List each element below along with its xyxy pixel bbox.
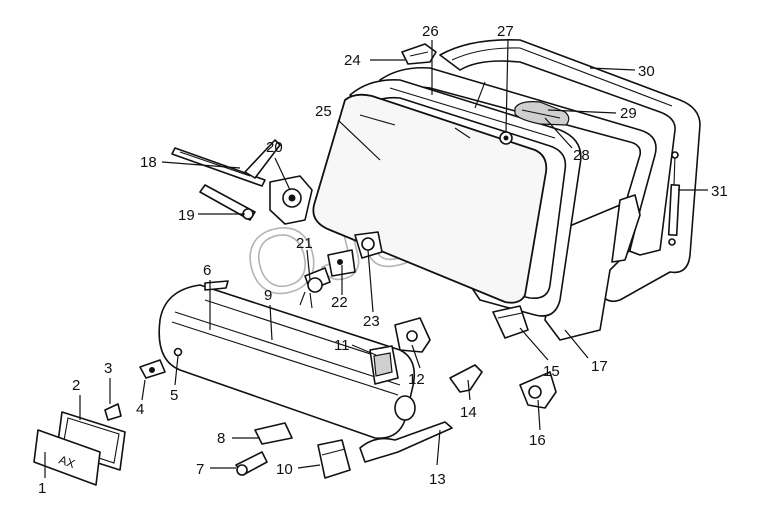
part-15-striker [492,305,529,339]
part-8-bracket [254,422,293,445]
part-6-bumper-strip [204,280,229,291]
part-19-wiper-linkage [199,184,256,221]
callout-3: 3 [104,360,112,377]
callout-26: 26 [422,23,439,40]
part-24-clip [401,43,437,65]
callout-31: 31 [711,183,728,200]
callout-6: 6 [203,262,211,279]
callout-18: 18 [140,154,157,171]
part-5-bolt [173,347,183,357]
callout-29: 29 [620,105,637,122]
part-25-rear-glass [312,93,548,304]
callout-9: 9 [264,287,272,304]
callout-30: 30 [638,63,655,80]
callout-20: 20 [266,139,283,156]
callout-10: 10 [276,461,293,478]
part-21-lock-key [299,267,331,309]
part-10-end-cap [317,439,351,479]
part-9-rear-bumper [158,284,416,439]
callout-25: 25 [315,103,332,120]
callout-1: 1 [38,480,46,497]
part-12-lock-mechanism [394,317,431,353]
callout-2: 2 [72,377,80,394]
part-7-clip [235,451,268,476]
part-22-latch-plate [327,249,356,277]
callout-11: 11 [334,337,350,354]
callout-27: 27 [497,23,514,40]
callout-28: 28 [573,147,590,164]
callout-19: 19 [178,207,195,224]
part-3-small-bracket [104,403,122,421]
callout-21: 21 [296,235,313,252]
part-28-brake-light [514,101,570,126]
part-27-wiper-pivot [499,131,513,145]
callout-17: 17 [591,358,608,375]
part-20-wiper-motor [269,175,313,225]
part-23-latch-bracket [354,231,383,259]
callout-23: 23 [363,313,380,330]
part-11-bracket [369,345,399,385]
part-18-wiper-arm [171,139,281,187]
callout-4: 4 [136,401,144,418]
callout-22: 22 [331,294,348,311]
callout-8: 8 [217,430,225,447]
callout-13: 13 [429,471,446,488]
part-31-gas-strut [667,151,681,246]
callout-14: 14 [460,404,477,421]
callout-15: 15 [543,363,560,380]
callout-24: 24 [344,52,361,69]
part-14-hinge [449,364,483,393]
callout-labels: 1 2 3 4 5 6 7 8 9 10 11 12 13 14 15 16 1… [38,23,728,497]
callout-16: 16 [529,432,546,449]
callout-7: 7 [196,461,204,478]
part-16-actuator [519,371,557,409]
callout-12: 12 [408,371,425,388]
plate-text: AX [57,453,77,471]
callout-5: 5 [170,387,178,404]
part-13-lower-trim [359,421,453,463]
part-4-lamp [139,359,166,379]
part-1-number-plate: AX [33,429,101,486]
leader-lines [44,39,708,478]
